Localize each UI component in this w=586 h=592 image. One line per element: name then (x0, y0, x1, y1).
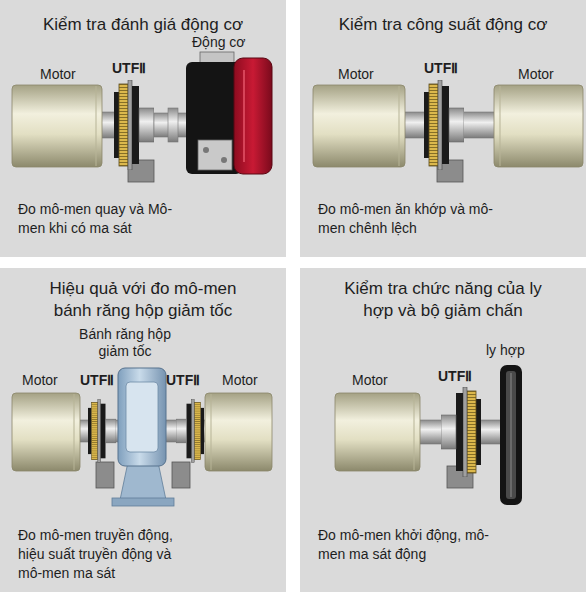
part-label: Motor (338, 66, 374, 83)
part-label: Motor (222, 372, 258, 389)
panel-caption: Đo mô-men quay và Mô-men khi có ma sát (18, 200, 188, 238)
panel-title: Kiểm tra đánh giá động cơ (8, 14, 278, 36)
part-label: Động cơ (192, 34, 246, 51)
sensor-label: UTFⅡ (112, 60, 146, 77)
sensor-label: UTFⅡ (80, 372, 114, 389)
panel-caption: Đo mô-men truyền động, hiệu suất truyền … (18, 526, 198, 583)
panel-title: Kiểm tra chức năng của ly hợp và bộ giảm… (335, 278, 551, 322)
panel-title: Kiểm tra công suất động cơ (308, 14, 578, 36)
part-label: ly hợp (486, 342, 525, 359)
clutch-figure (335, 365, 522, 505)
gearbox-figure (12, 368, 272, 506)
part-label: Motor (352, 372, 388, 389)
part-label: Motor (22, 372, 58, 389)
part-label: Bánh răng hộp giảm tốc (70, 326, 180, 360)
motor-power-figure (313, 80, 583, 182)
part-label: Motor (40, 66, 76, 83)
panel-title: Hiệu quả với đo mô-men bánh răng hộp giả… (30, 278, 256, 322)
sensor-label: UTFⅡ (424, 60, 458, 77)
panel-caption: Đo mô-men ăn khớp và mô-men chênh lệch (318, 200, 498, 238)
sensor-label: UTFⅡ (166, 372, 200, 389)
sensor-label: UTFⅡ (438, 368, 472, 385)
panel-caption: Đo mô-men khởi động, mô-men ma sát động (318, 526, 504, 564)
engine-test-figure (12, 52, 272, 182)
part-label: Motor (518, 66, 554, 83)
